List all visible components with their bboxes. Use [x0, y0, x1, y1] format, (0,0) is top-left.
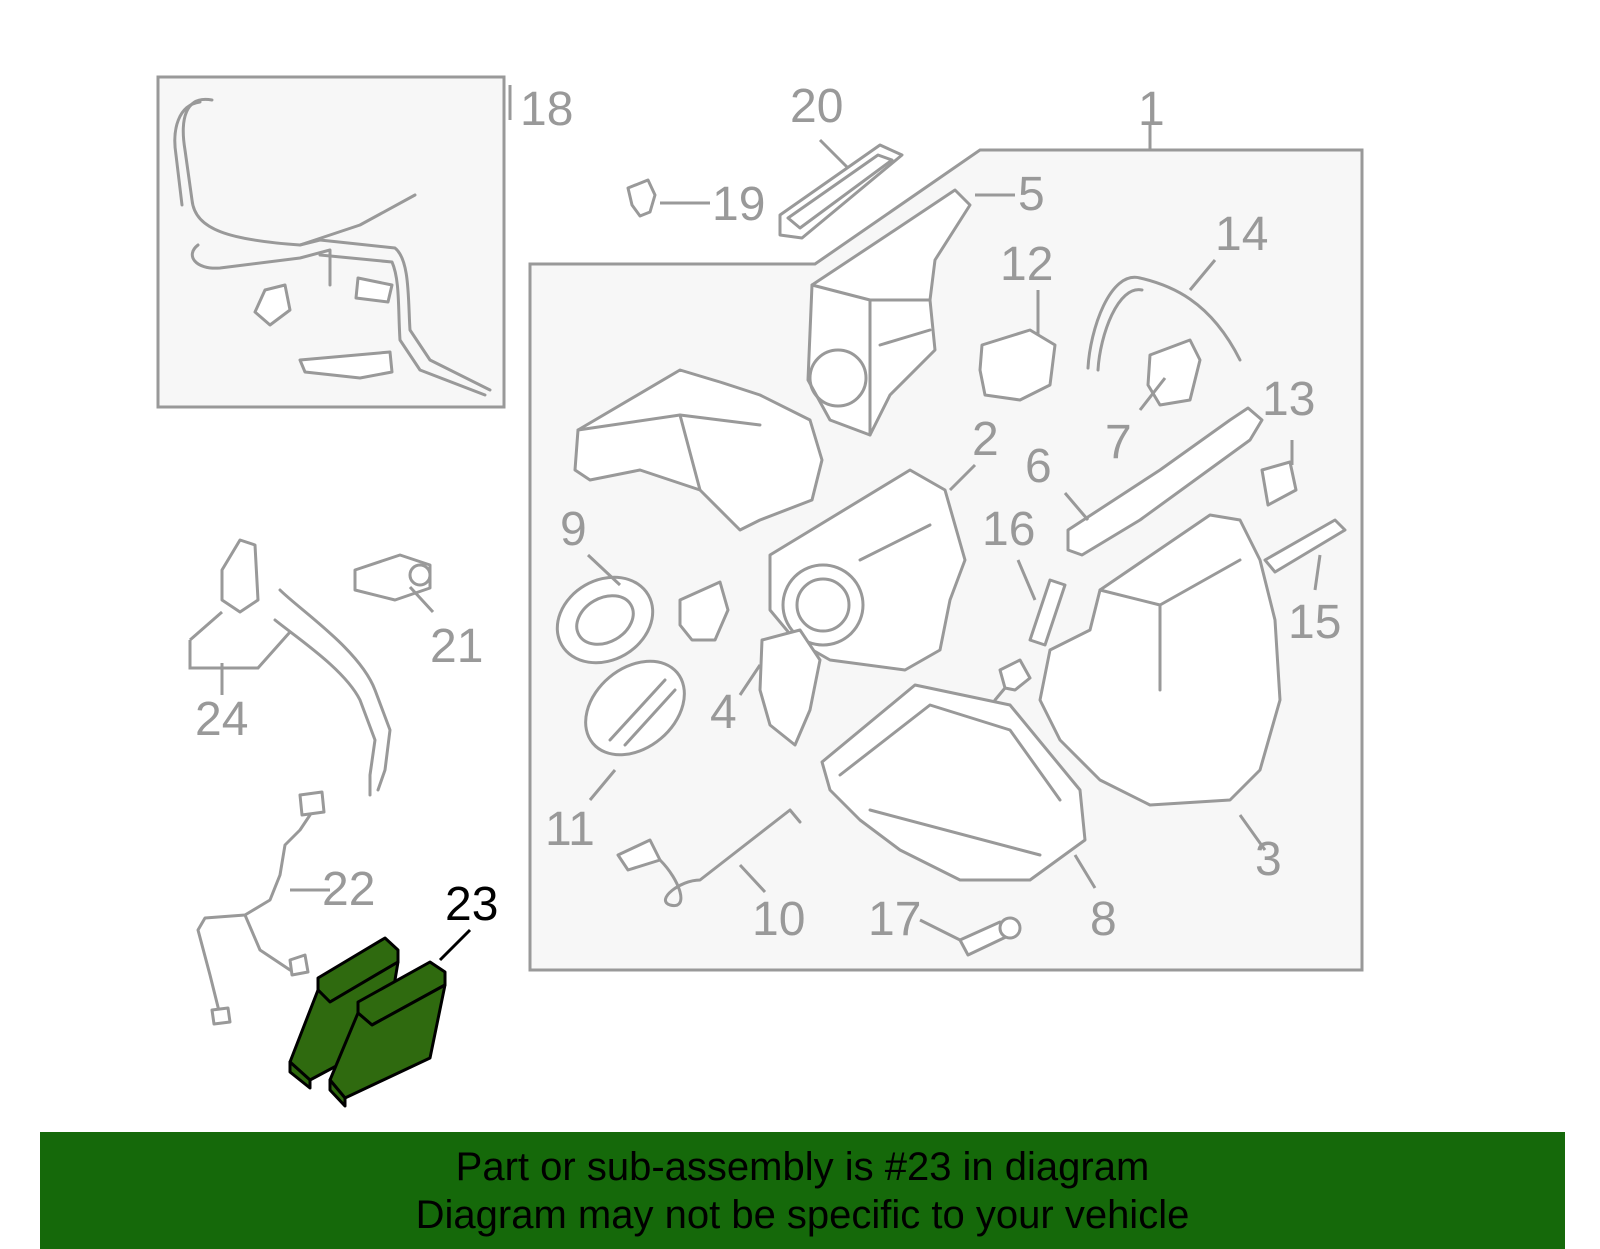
- callout-14: 14: [1215, 208, 1268, 261]
- callout-17: 17: [868, 893, 921, 946]
- callout-21: 21: [430, 620, 483, 673]
- part-19-clip: [626, 178, 657, 218]
- part-16-strap: [1028, 578, 1067, 647]
- leader-lines: [188, 85, 1322, 962]
- screw-small: [993, 658, 1032, 702]
- callout-24: 24: [195, 693, 248, 746]
- part-10-harness: [616, 808, 802, 907]
- part-3-case: [1038, 513, 1282, 807]
- part-20-gasket: [778, 143, 904, 240]
- part-24-hoses: [220, 538, 392, 797]
- part-2-blower-housing: [768, 468, 967, 672]
- part-5-duct-housing: [806, 188, 972, 437]
- callout-20: 20: [790, 80, 843, 133]
- callout-2: 2: [972, 413, 999, 466]
- banner-line-1: Part or sub-assembly is #23 in diagram: [455, 1144, 1150, 1189]
- part-8-tray: [820, 683, 1087, 882]
- callout-4: 4: [710, 686, 737, 739]
- callout-8: 8: [1090, 893, 1117, 946]
- part-18-hoses: [173, 97, 492, 397]
- part-12-actuator: [978, 328, 1057, 402]
- callout-19: 19: [712, 178, 765, 231]
- part-15-seal: [1263, 518, 1347, 574]
- callout-23: 23: [445, 878, 498, 931]
- part-9-vent: [555, 575, 655, 665]
- part-7-bracket: [1146, 338, 1202, 407]
- callout-7: 7: [1105, 416, 1132, 469]
- callout-12: 12: [1000, 238, 1053, 291]
- part-21-relay: [353, 553, 432, 602]
- callout-18: 18: [520, 83, 573, 136]
- part-14-wire: [1086, 275, 1242, 372]
- part-11-grille: [584, 659, 686, 757]
- part-4-bracket: [758, 628, 822, 747]
- part-13-connector: [1260, 460, 1298, 507]
- duct-upper-left: [573, 368, 824, 532]
- callout-15: 15: [1288, 596, 1341, 649]
- callout-22: 22: [322, 863, 375, 916]
- callout-3: 3: [1255, 833, 1282, 886]
- callout-16: 16: [982, 503, 1035, 556]
- callout-labels: 18 1 20 19 5 12 14 7 2 6 13 16 15 9 4 11…: [195, 80, 1341, 946]
- callout-5: 5: [1018, 168, 1045, 221]
- callout-13: 13: [1262, 373, 1315, 426]
- info-banner: Part or sub-assembly is #23 in diagram D…: [40, 1132, 1565, 1249]
- callout-11: 11: [545, 803, 595, 856]
- callout-9: 9: [560, 503, 587, 556]
- callout-6: 6: [1025, 440, 1052, 493]
- part-17-bolt: [958, 916, 1022, 957]
- banner-line-2: Diagram may not be specific to your vehi…: [415, 1192, 1190, 1237]
- part-6-duct: [1066, 406, 1264, 557]
- actuator-small: [678, 580, 730, 642]
- callout-10: 10: [752, 893, 805, 946]
- part-23-highlighted: [288, 936, 447, 1108]
- part-22-harness: [196, 790, 326, 1026]
- callout-1: 1: [1138, 83, 1165, 136]
